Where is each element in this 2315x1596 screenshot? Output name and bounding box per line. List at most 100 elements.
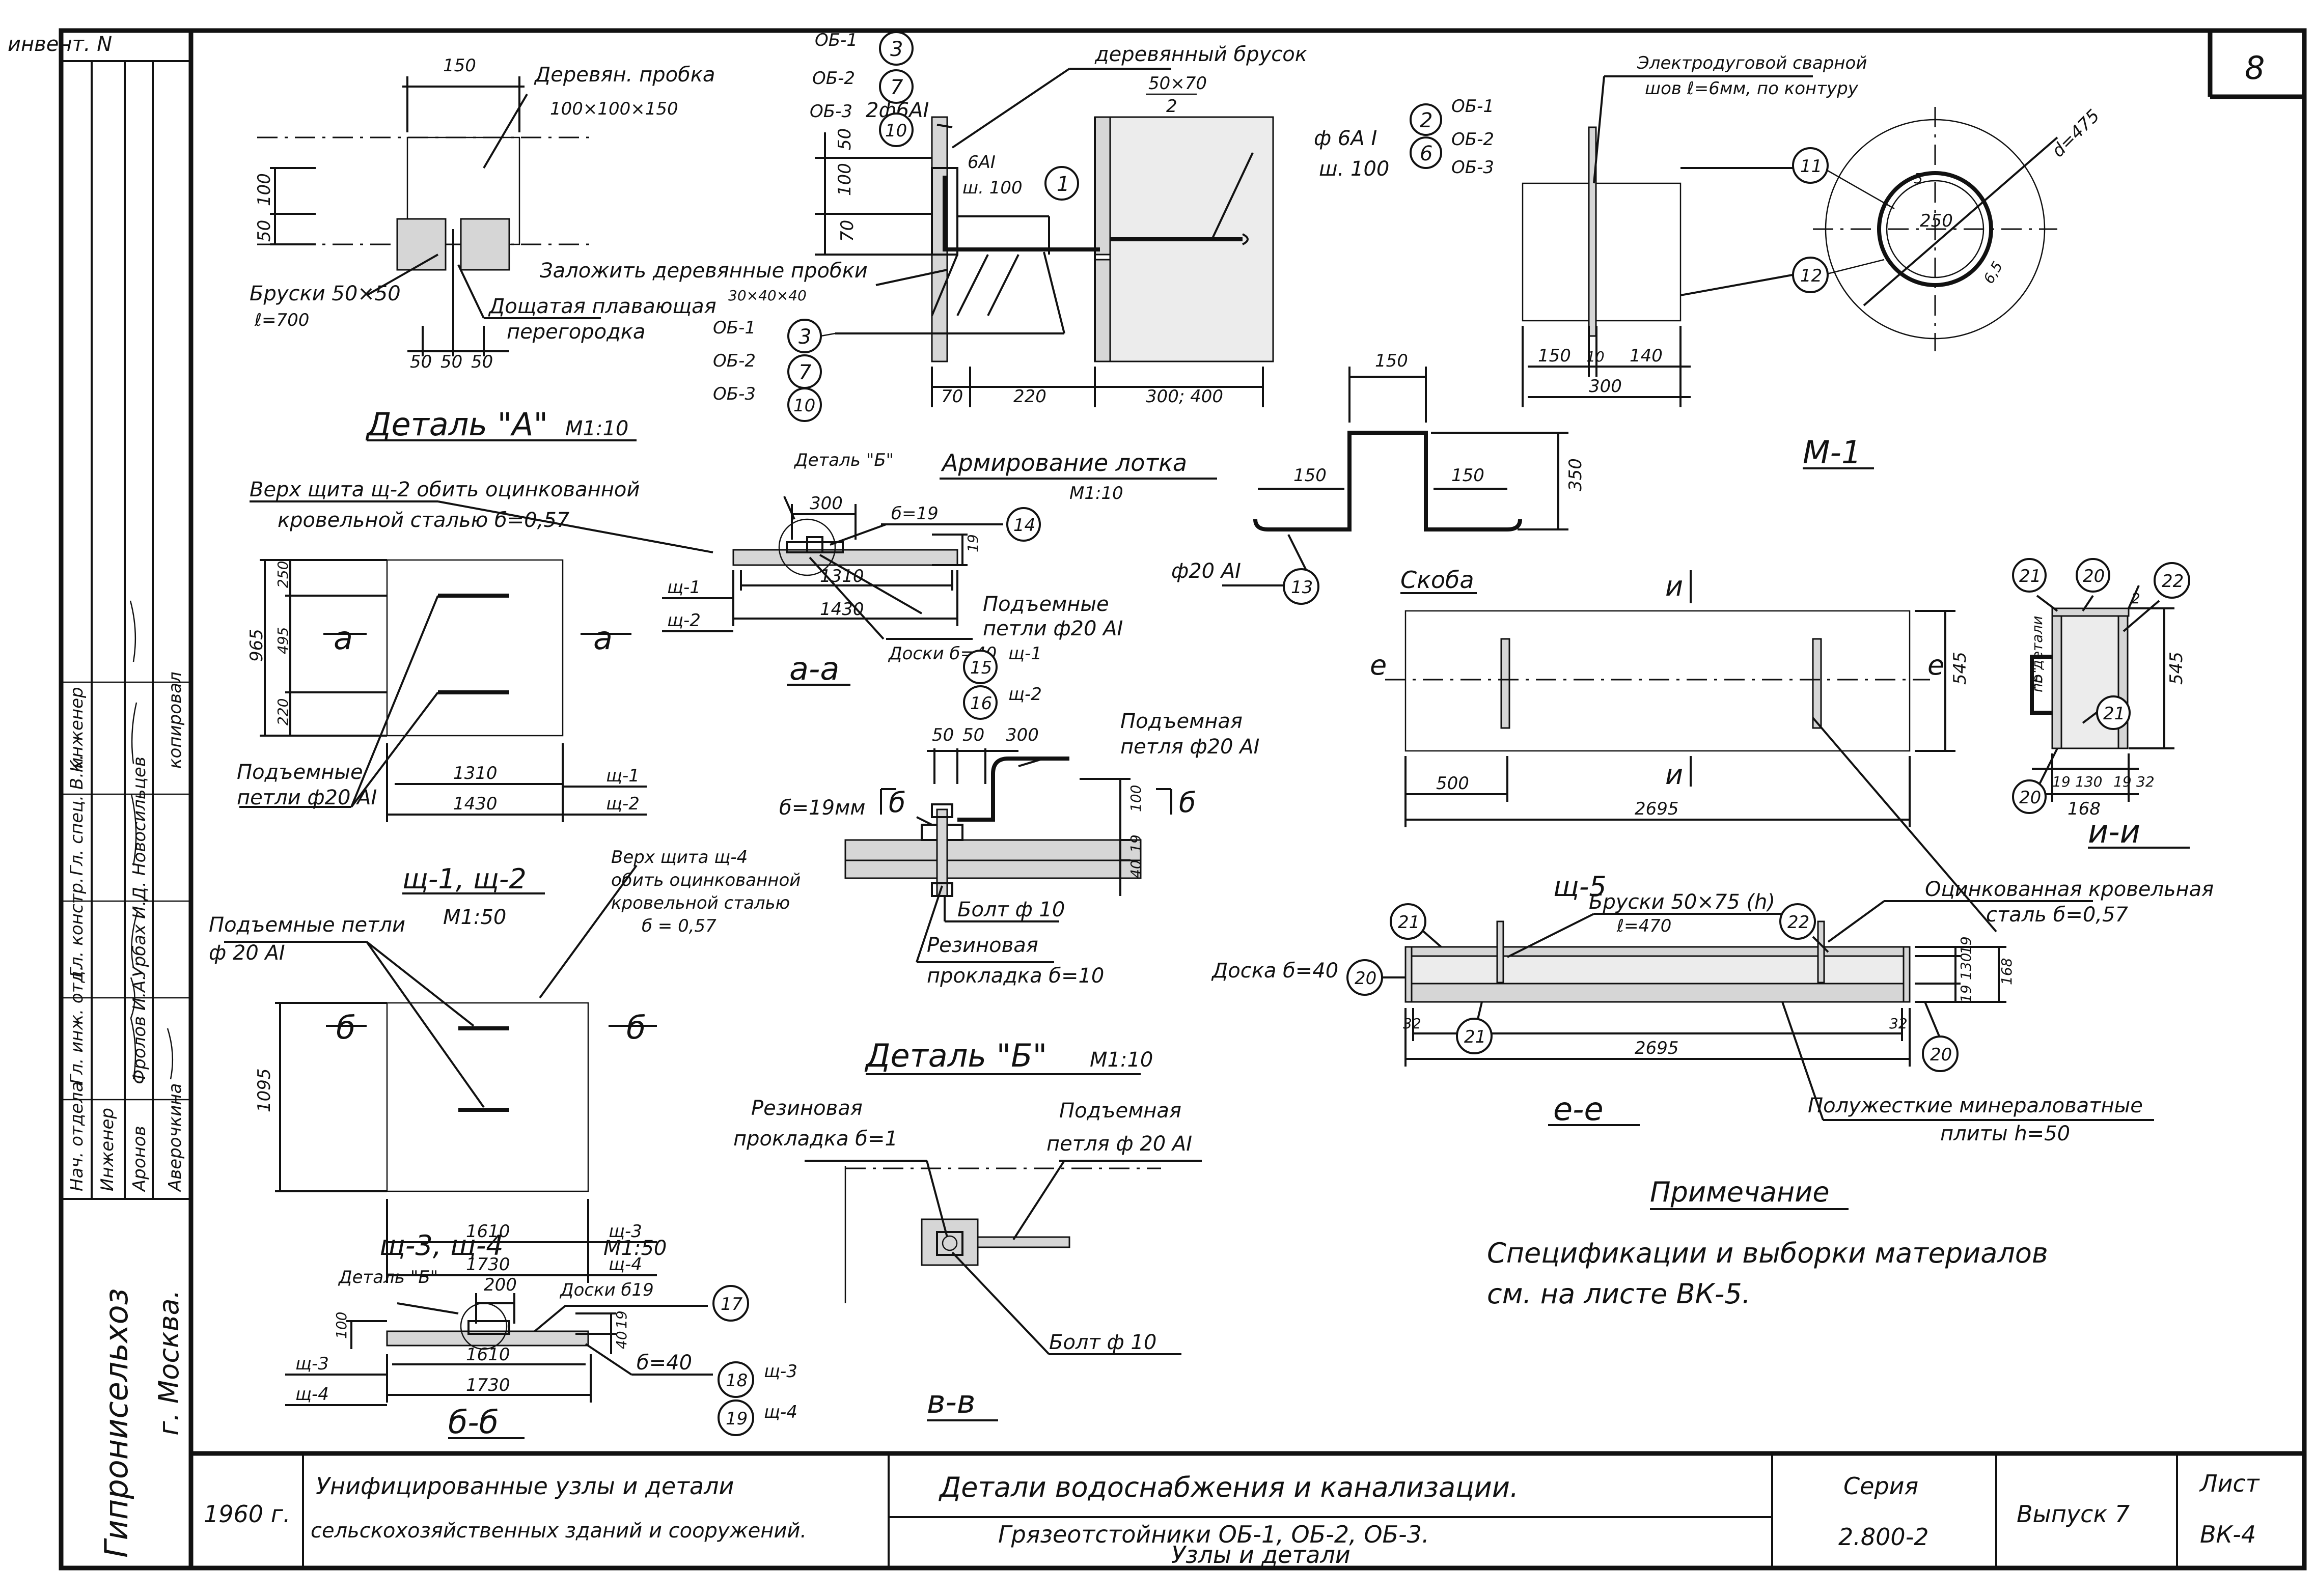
shch5-bubble-20a: 20: [1355, 968, 1376, 989]
wall-wood-bar-label: деревянный брусок: [1094, 43, 1307, 66]
extra-1: инженер: [67, 687, 87, 769]
db-dim-50b: 50: [962, 725, 984, 745]
shch5-drawing: [1349, 900, 2154, 1126]
shield-34-bubble-17: 17: [721, 1294, 743, 1314]
aa-dim-300: 300: [810, 493, 843, 514]
shch5-bubble-21b: 21: [1464, 1027, 1486, 1047]
shield-34-dim-40: 40: [613, 1331, 630, 1349]
skoba-title: Скоба: [1400, 566, 1474, 594]
title-series-2: сельскохозяйственных зданий и сооружений…: [311, 1519, 807, 1543]
shield-34-section: б-б: [448, 1404, 499, 1441]
vv-bolt: Болт ф 10: [1049, 1331, 1156, 1354]
rod-13-drawing: [1222, 367, 1568, 586]
shield-a-note-2: кровельной сталью б=0,57: [278, 509, 570, 532]
wall-bubble-6: 6: [1420, 142, 1432, 165]
organization: Гипронисельхоз: [98, 1289, 135, 1558]
uu-title: и-и: [2088, 813, 2140, 850]
detail-b-section-drawing: [844, 748, 1172, 1075]
shield-a-dim-495: 495: [274, 627, 291, 654]
shch5-dim-2695: 2695: [1635, 1038, 1679, 1058]
shield-a-drawing: [239, 500, 713, 822]
wall-lay-plugs-2: 30×40×40: [728, 287, 807, 304]
m1-d-inner: 250: [1920, 211, 1953, 231]
role-1: Нач. отдела: [67, 1081, 87, 1191]
name-1: Аронов: [129, 1126, 150, 1192]
signature-scribbles: [129, 600, 174, 1080]
rod-label: ф20 АI: [1171, 559, 1241, 583]
shch5-dim-32r: 32: [1889, 1015, 1908, 1032]
skoba-drawing: [1385, 570, 1997, 933]
shield-a-dim-250: 250: [274, 561, 291, 588]
db-scale: М1:10: [1090, 1048, 1153, 1072]
city: г. Москва.: [153, 1290, 185, 1436]
skoba-cut-u-top: и: [1665, 570, 1683, 602]
note-title: Примечание: [1650, 1176, 1830, 1208]
db-dim-19: 19: [1127, 834, 1144, 853]
aa-detail-b-ref: Деталь "Б": [793, 450, 894, 470]
shield-12-dim-1730: 1730: [466, 1254, 510, 1275]
m1-d-outer: d=475: [2048, 105, 2104, 161]
title-doc-sub-1: Грязеотстойники ОБ-1, ОБ-2, ОБ-3.: [998, 1521, 1429, 1548]
wall-wood-bar-count: 2: [1166, 96, 1177, 117]
aa-loops-1: Подъемные: [983, 593, 1109, 616]
shield-a-shch1: щ-1: [606, 766, 640, 786]
aa-loops-2: петли ф20 АI: [983, 617, 1123, 640]
skoba-dim-500: 500: [1436, 773, 1469, 794]
shield-34-drawing: [285, 1293, 713, 1439]
shield-34-dim-1730: 1730: [466, 1375, 510, 1395]
shield-34-detail-ref: Деталь "Б": [338, 1267, 438, 1287]
wall-bubble-1: 1: [1057, 173, 1069, 196]
db-sec-left: б: [889, 787, 905, 819]
wall-bubble-7-top: 7: [890, 76, 903, 99]
shch5-bubble-22: 22: [1787, 912, 1809, 933]
inventory-label: инвент. N: [8, 33, 112, 56]
detail-a-plug-label: Деревян. пробка: [534, 63, 715, 87]
sheet-number: 8: [2245, 49, 2265, 87]
m1-t2: 6,5: [1980, 259, 2006, 287]
extra-2: копировал: [165, 671, 185, 769]
m1-weld-1: Электродуговой сварной: [1637, 53, 1867, 73]
shield-34-title: щ-3, щ-4: [379, 1229, 504, 1262]
shch5-dim-168: 168: [1998, 958, 2015, 985]
detail-a-dim-b1: 50: [410, 352, 432, 372]
rod-dim-left: 150: [1293, 465, 1327, 486]
aa-right-shch2: щ-2: [1008, 684, 1042, 705]
m1-t1: 5: [1914, 170, 1923, 187]
wall-rebar-2: ш. 100: [962, 178, 1023, 198]
detail-a-title: Деталь "А": [365, 406, 548, 443]
shield-a-dim-1430: 1430: [453, 794, 498, 814]
wall-dim-50: 50: [835, 128, 855, 150]
shield-34-dim-1610: 1610: [466, 1345, 510, 1365]
shield-34-right-shch3: щ-3: [764, 1361, 797, 1382]
wall-wood-bar-size: 50×70: [1148, 73, 1207, 94]
wall-rebar-1: 6АI: [968, 152, 996, 173]
uu-bubble-20: 20: [2019, 788, 2041, 808]
shield-12-note-2: обить оцинкованной: [611, 870, 801, 890]
title-doc-sub-2: Узлы и детали: [1171, 1541, 1351, 1569]
shch5-section: е-е: [1553, 1090, 1604, 1128]
shield-34-dim-19: 19: [613, 1310, 630, 1329]
aa-bubble-15: 15: [970, 658, 992, 678]
aa-shch1: щ-1: [667, 577, 701, 598]
shield-12-loops-2: ф 20 АI: [209, 941, 285, 965]
db-dim-100: 100: [1127, 785, 1144, 812]
wall-ob-top-1: ОБ-1: [815, 30, 858, 50]
uu-by-detail-1: по детали: [2029, 616, 2046, 693]
wall-dim-300-400: 300; 400: [1146, 386, 1223, 407]
name-4: Новосильцев: [129, 757, 150, 876]
wall-ob-top-3: ОБ-3: [810, 101, 852, 122]
shch5-title: щ-5: [1553, 871, 1607, 903]
shch5-dim-130: 130: [1958, 953, 1974, 980]
db-rubber-1: Резиновая: [927, 934, 1038, 957]
uu-bubble-20-top: 20: [2083, 566, 2105, 586]
shield-a-dim-total: 965: [246, 629, 267, 662]
title-year: 1960 г.: [204, 1500, 290, 1528]
aa-title: Армирование лотка: [941, 449, 1187, 477]
db-loop-1: Подъемная: [1120, 710, 1243, 733]
view-vv-drawing: [805, 1160, 1202, 1421]
title-block-grid: [302, 1453, 2178, 1568]
note-line-2: см. на листе ВК-5.: [1487, 1278, 1751, 1310]
aa-section-label: а-а: [789, 650, 839, 687]
vv-loop-1: Подъемная: [1059, 1099, 1181, 1123]
